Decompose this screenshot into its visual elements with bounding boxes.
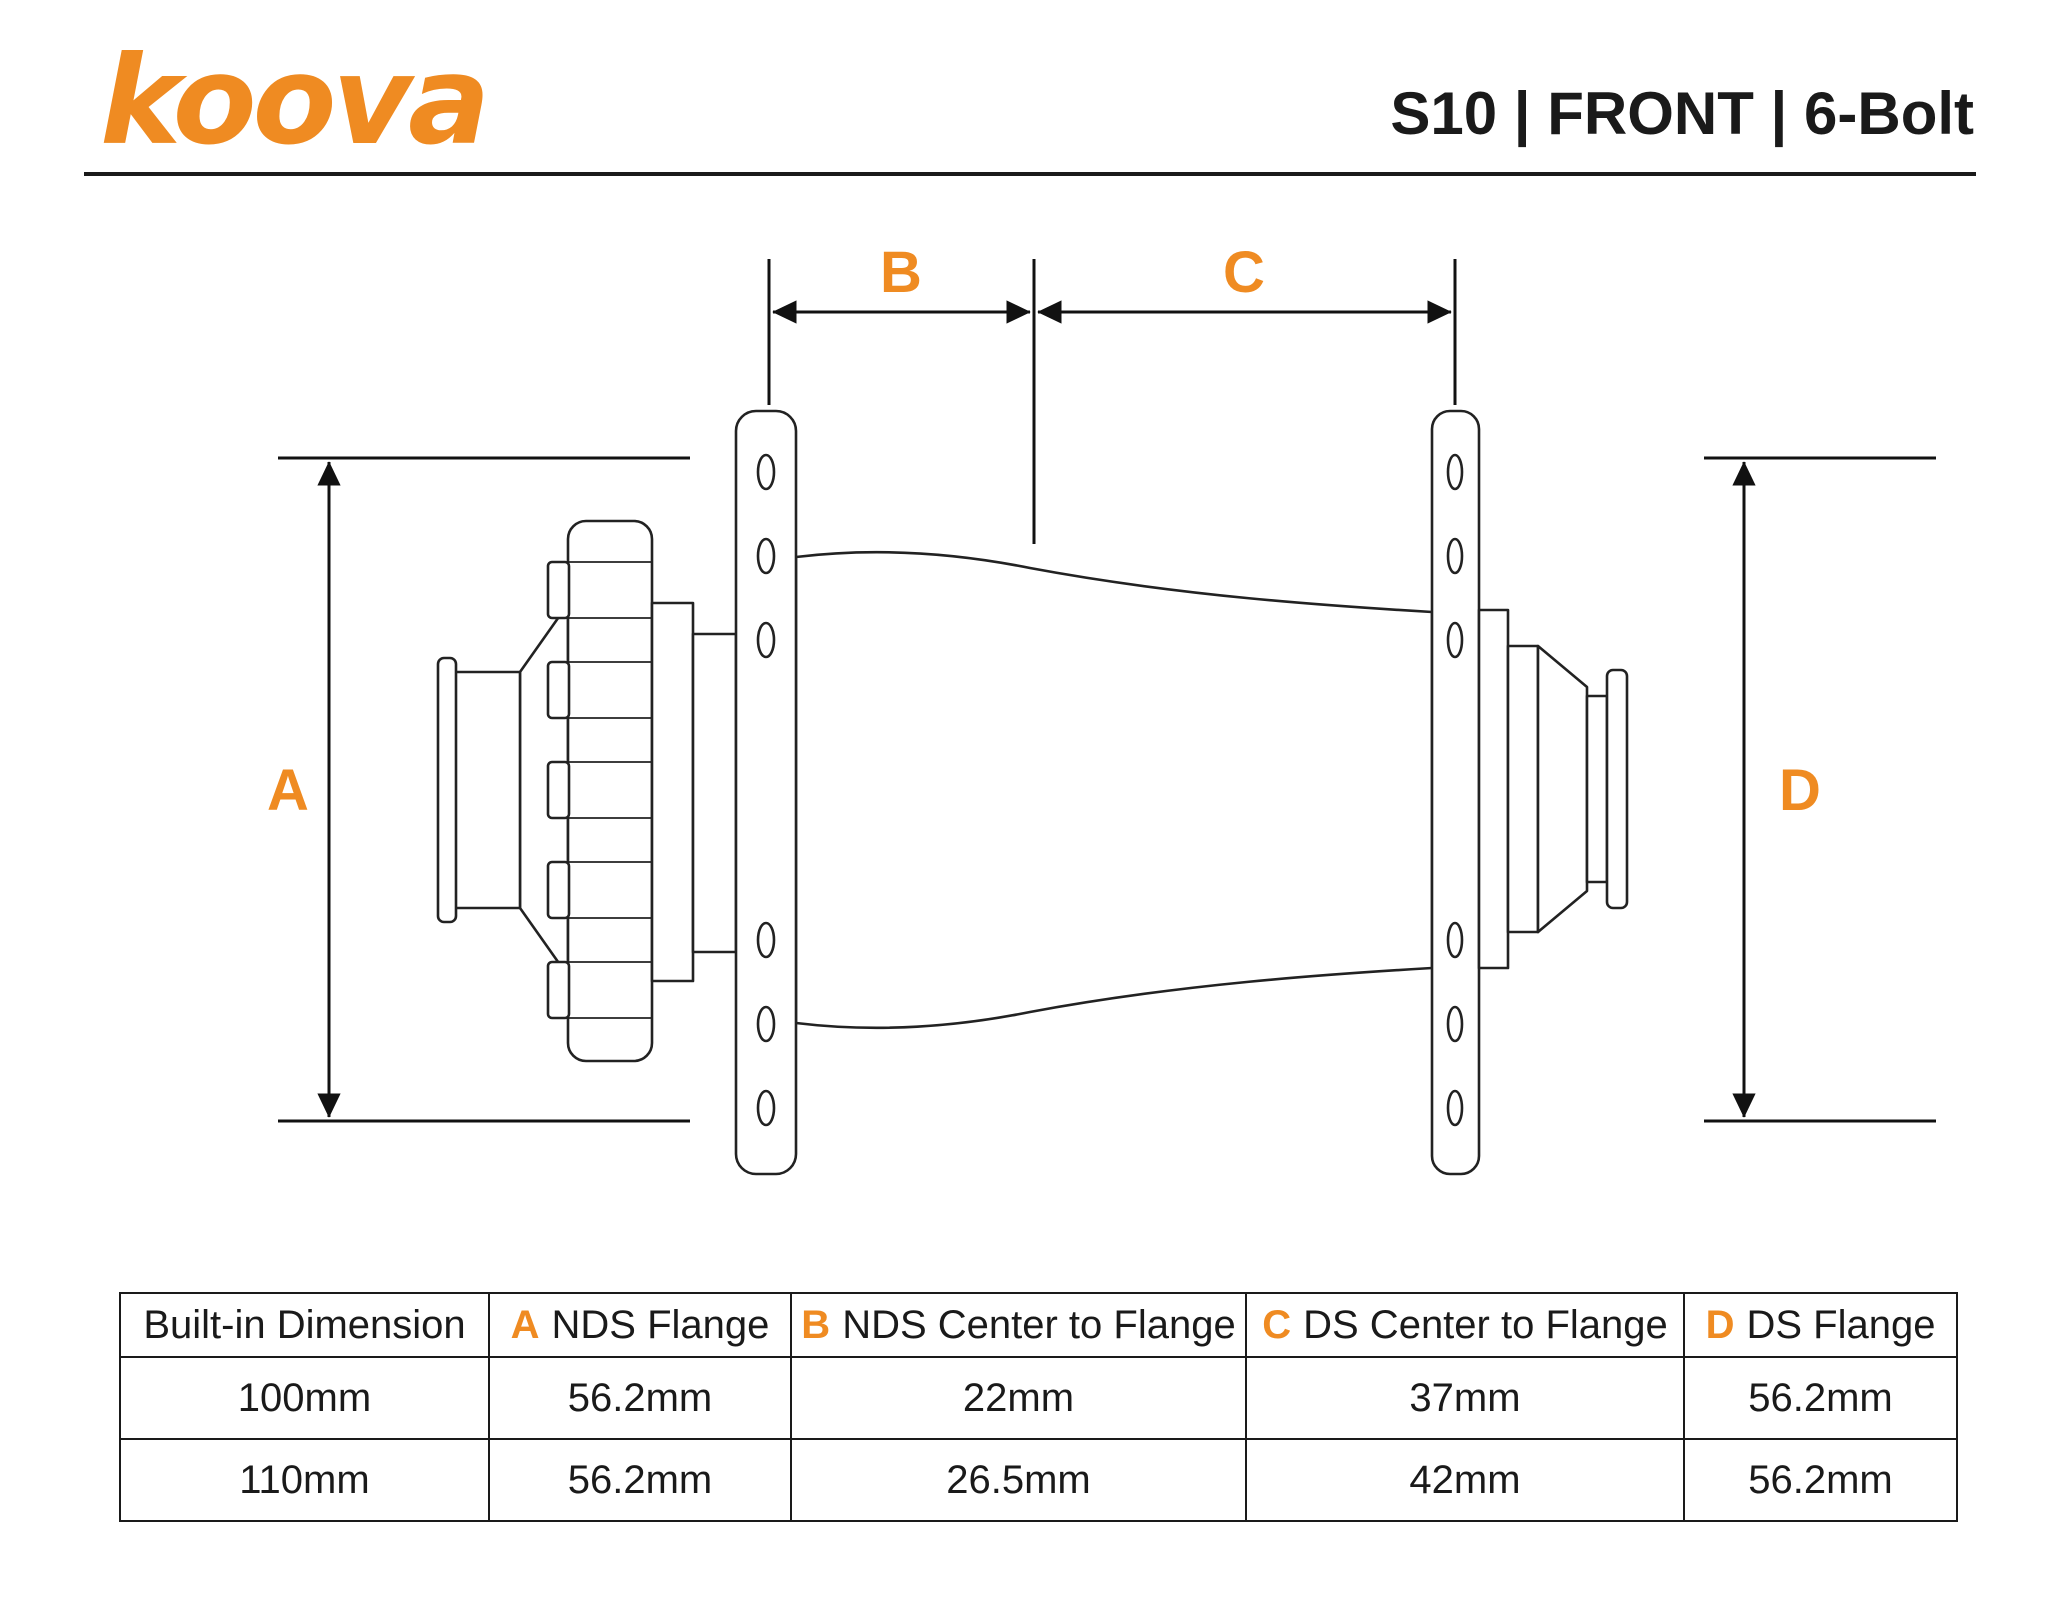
koova-logo: koova	[100, 30, 490, 172]
cell-ds-flange: 56.2mm	[1683, 1356, 1958, 1440]
cell-nds-flange: 56.2mm	[488, 1356, 792, 1440]
header-label: NDS Flange	[551, 1302, 770, 1347]
table-row-100mm: 100mm 56.2mm 22mm 37mm 56.2mm	[119, 1356, 1958, 1440]
cell-ds-flange: 56.2mm	[1683, 1438, 1958, 1522]
header-label: DS Flange	[1746, 1302, 1936, 1347]
header-divider	[84, 172, 1976, 176]
left-step-small	[691, 632, 738, 954]
right-step-small	[1506, 644, 1540, 934]
dimension-d: D	[1704, 456, 1936, 1123]
cell-ds-center-to-flange: 37mm	[1245, 1356, 1685, 1440]
header-prefix-c: C	[1262, 1302, 1292, 1347]
right-axle-cone	[1536, 644, 1589, 934]
hub-outline	[436, 409, 1629, 1176]
right-axle-body	[1585, 694, 1609, 884]
rotor-mount-disc	[566, 519, 654, 1063]
header-label: Built-in Dimension	[143, 1302, 466, 1347]
dimension-a-label: A	[267, 758, 309, 823]
header-prefix-a: A	[510, 1302, 540, 1347]
rotor-mount-bolt-teeth	[546, 560, 571, 1020]
left-axle-body	[452, 670, 522, 910]
cell-built-in: 100mm	[119, 1356, 490, 1440]
header-prefix-d: D	[1705, 1302, 1735, 1347]
header-label: DS Center to Flange	[1303, 1302, 1668, 1347]
nds-flange	[734, 409, 798, 1176]
dimension-d-label: D	[1779, 758, 1821, 823]
nds-spoke-holes	[756, 453, 776, 1127]
cell-ds-center-to-flange: 42mm	[1245, 1438, 1685, 1522]
cell-built-in: 110mm	[119, 1438, 490, 1522]
cell-nds-flange: 56.2mm	[488, 1438, 792, 1522]
cell-nds-center-to-flange: 22mm	[790, 1356, 1247, 1440]
rotor-mount-ribs	[569, 561, 651, 1019]
ds-flange	[1430, 409, 1481, 1176]
dimension-a: A	[267, 456, 690, 1123]
table-row-110mm: 110mm 56.2mm 26.5mm 42mm 56.2mm	[119, 1438, 1958, 1522]
dimension-b-label: B	[880, 240, 922, 305]
header-prefix-b: B	[801, 1302, 831, 1347]
dimension-b-c: B C	[767, 240, 1457, 544]
cell-nds-center-to-flange: 26.5mm	[790, 1438, 1247, 1522]
left-step-large	[650, 601, 695, 983]
right-axle-endcap	[1605, 668, 1629, 910]
dimension-c-label: C	[1223, 240, 1265, 305]
header-label: NDS Center to Flange	[842, 1302, 1236, 1347]
header-built-in-dimension: Built-in Dimension	[119, 1292, 490, 1358]
right-step-large	[1477, 608, 1510, 970]
page-title: S10 | FRONT | 6-Bolt	[1390, 80, 1974, 147]
hub-barrel	[794, 551, 1434, 1029]
ds-spoke-holes	[1446, 453, 1464, 1127]
left-axle-endcap	[436, 656, 458, 924]
